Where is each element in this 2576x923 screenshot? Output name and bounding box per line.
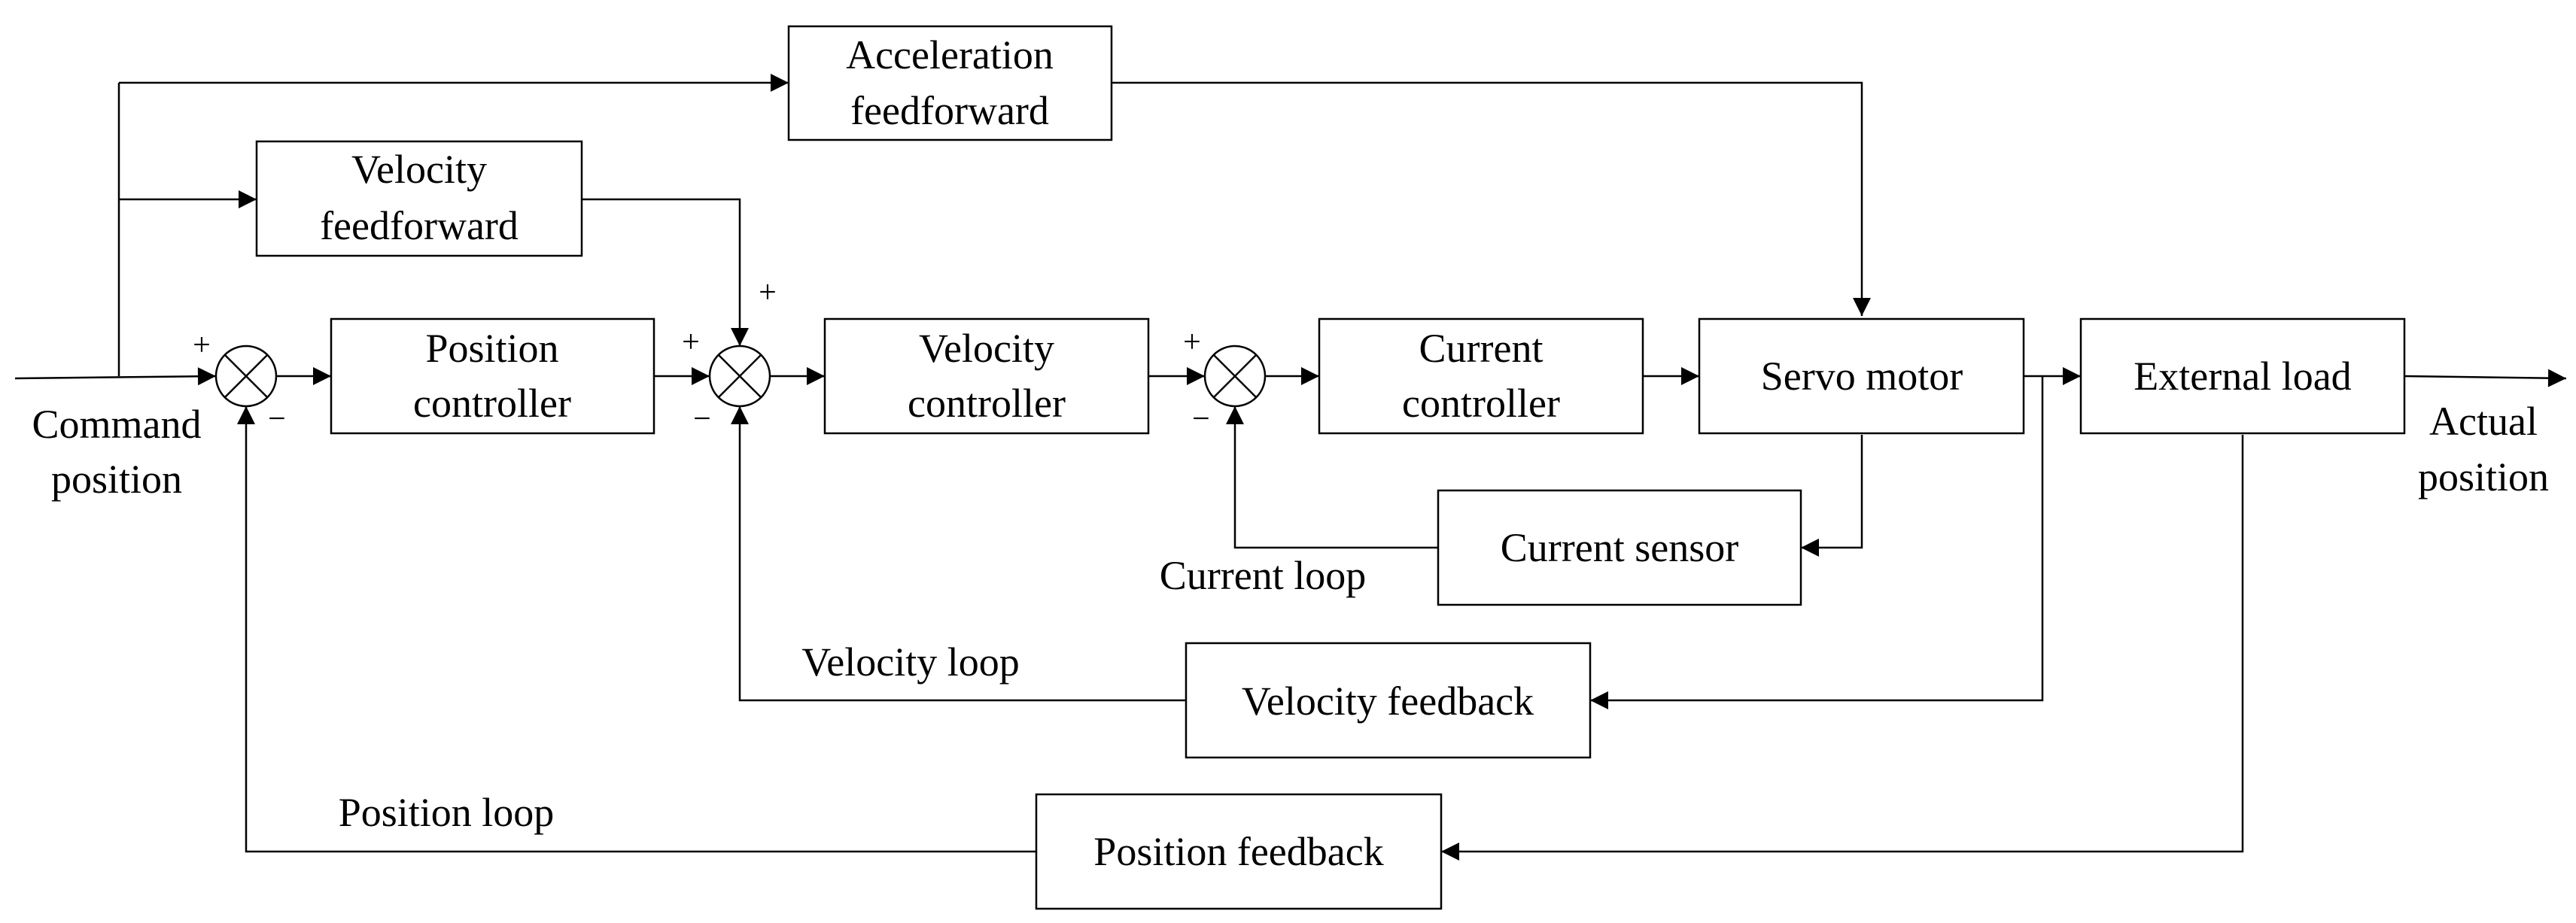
wire-load-to-output	[2404, 369, 2567, 387]
svg-text:Acceleration: Acceleration	[846, 32, 1054, 77]
svg-text:controller: controller	[1402, 381, 1560, 426]
command-position-label: Command position	[32, 402, 202, 502]
svg-text:feedforward: feedforward	[320, 203, 519, 248]
wire-velocity-ff-to-sum2	[582, 198, 749, 346]
current-sensor-block: Current sensor	[1437, 489, 1802, 606]
sign-plus-sum2-left: +	[682, 325, 700, 360]
sign-minus-sum2: −	[693, 402, 711, 436]
current-controller-block: Current controller	[1318, 317, 1644, 435]
svg-text:Velocity: Velocity	[919, 326, 1054, 371]
svg-text:Position feedback: Position feedback	[1093, 829, 1383, 874]
summing-junction-position	[214, 345, 278, 408]
position-controller-block: Position controller	[330, 317, 655, 435]
velocity-feedforward-block: Velocity feedforward	[255, 140, 583, 257]
wire-acceleration-ff-to-motor	[1112, 81, 1871, 316]
svg-text:Current sensor: Current sensor	[1501, 525, 1738, 570]
wire-command-input	[14, 367, 217, 386]
wire-load-to-position-feedback	[1441, 435, 2244, 861]
svg-text:External load: External load	[2133, 354, 2351, 399]
velocity-controller-block: Velocity controller	[823, 317, 1150, 435]
signal-wires	[14, 74, 2567, 861]
wire-velocity-loop-return	[731, 406, 1186, 702]
sign-minus-sum1: −	[268, 402, 286, 436]
servo-motor-block: Servo motor	[1698, 317, 2025, 435]
sign-plus-sum2-top: +	[759, 275, 777, 310]
wire-motor-to-current-sensor	[1801, 435, 1863, 557]
svg-text:Velocity feedback: Velocity feedback	[1242, 679, 1534, 724]
svg-text:controller: controller	[413, 381, 571, 426]
svg-text:feedforward: feedforward	[850, 88, 1049, 133]
acceleration-feedforward-block: Acceleration feedforward	[787, 25, 1113, 141]
junction-signs: + − + + − + −	[193, 275, 1210, 436]
velocity-loop-label: Velocity loop	[801, 639, 1019, 685]
sign-plus-sum1: +	[193, 328, 211, 363]
position-feedback-block: Position feedback	[1035, 793, 1443, 910]
svg-text:Current: Current	[1419, 326, 1543, 371]
wire-motor-to-velocity-feedback	[1590, 376, 2044, 709]
svg-text:position: position	[51, 457, 182, 502]
svg-text:position: position	[2418, 454, 2549, 499]
sign-minus-sum3: −	[1192, 402, 1210, 436]
velocity-feedback-block: Velocity feedback	[1185, 642, 1592, 759]
svg-text:Command: Command	[32, 402, 202, 447]
svg-text:Servo motor: Servo motor	[1761, 354, 1963, 399]
external-load-block: External load	[2079, 317, 2406, 435]
sign-plus-sum3: +	[1183, 325, 1201, 360]
svg-text:Position: Position	[425, 326, 558, 371]
summing-junction-current	[1203, 345, 1267, 408]
svg-text:controller: controller	[908, 381, 1066, 426]
svg-text:Actual: Actual	[2429, 399, 2538, 444]
wire-position-loop-return	[237, 406, 1036, 853]
summing-junction-velocity	[708, 345, 771, 408]
actual-position-label: Actual position	[2418, 399, 2549, 499]
svg-text:Velocity: Velocity	[351, 147, 487, 192]
current-loop-label: Current loop	[1160, 553, 1366, 598]
position-loop-label: Position loop	[339, 790, 555, 835]
wire-current-loop-return	[1226, 406, 1438, 549]
